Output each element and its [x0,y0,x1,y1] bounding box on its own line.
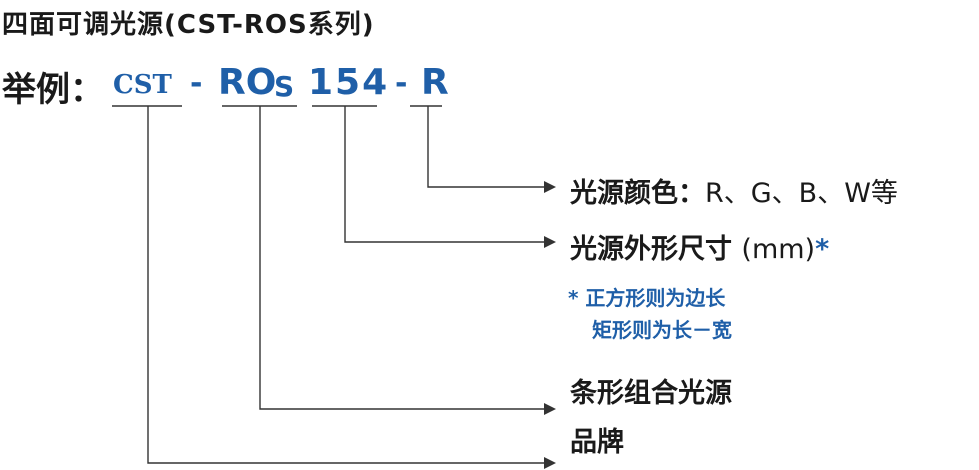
desc-light-color: 光源颜色：R、G、B、W等 [570,171,898,210]
code-type-s: S [274,70,295,103]
arrowhead-color [544,181,556,193]
note-square: * 正方形则为边长 [568,286,726,310]
code-color: R [421,62,449,103]
arrowhead-brand [544,457,556,469]
code-separator-1: - [190,66,203,101]
connector-size [344,106,548,243]
connector-type [259,106,548,410]
connector-brand [147,106,548,464]
arrowhead-type [544,403,556,415]
code-type-ro: RO [218,62,277,103]
desc-light-size-label: 光源外形尺寸 [570,234,732,265]
example-label: 举例： [2,70,104,110]
desc-light-color-values: R、G、B、W等 [705,178,898,209]
arrowhead-size [544,236,556,248]
code-separator-2: - [395,66,408,101]
code-size: 154 [308,62,390,103]
code-brand: CST [113,70,172,100]
desc-brand: 品牌 [570,427,624,458]
desc-light-size-unit: (mm) [741,234,816,265]
desc-light-type: 条形组合光源 [570,378,732,409]
note-rectangle: 矩形则为长－宽 [592,318,732,342]
connector-color [427,106,548,188]
desc-light-size-star: * [815,234,830,265]
desc-light-color-label: 光源颜色： [570,178,705,209]
desc-light-size: 光源外形尺寸 (mm)* [570,227,829,266]
page-title: 四面可调光源(CST-ROS系列) [2,10,375,40]
